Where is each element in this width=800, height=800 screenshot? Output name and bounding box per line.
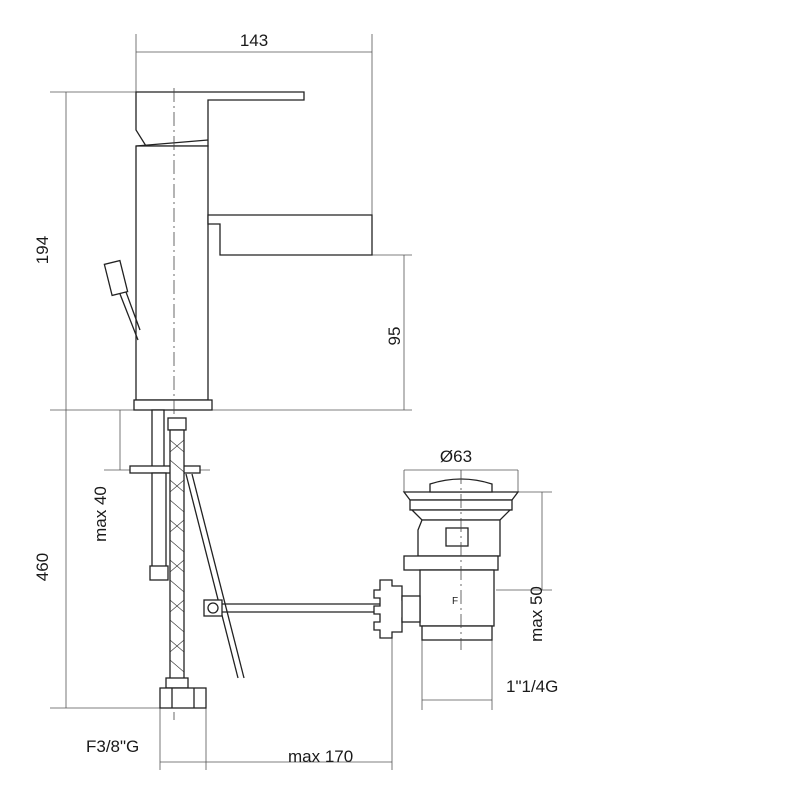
dim-waste-diameter: Ø63 <box>440 447 472 466</box>
pop-up-waste: F <box>373 470 520 650</box>
dim-rod-length: max 170 <box>288 747 353 766</box>
dim-deck-thickness: max 40 <box>91 486 110 542</box>
under-deck-assembly <box>129 409 382 709</box>
dimension-labels: 143 194 95 Ø63 max 40 460 max 50 1"1/4G … <box>33 31 558 766</box>
dim-inlet-thread: F3/8"G <box>86 737 139 756</box>
dim-hose-length: 460 <box>33 553 52 581</box>
dim-spout-height: 95 <box>385 327 404 346</box>
lift-rod <box>103 259 141 341</box>
mixer-body <box>133 88 373 720</box>
dim-waste-height: max 50 <box>527 586 546 642</box>
svg-text:F: F <box>452 596 458 607</box>
dim-width: 143 <box>240 31 268 50</box>
dimension-lines <box>50 34 552 770</box>
dim-body-height: 194 <box>33 236 52 264</box>
dim-waste-thread: 1"1/4G <box>506 677 558 696</box>
